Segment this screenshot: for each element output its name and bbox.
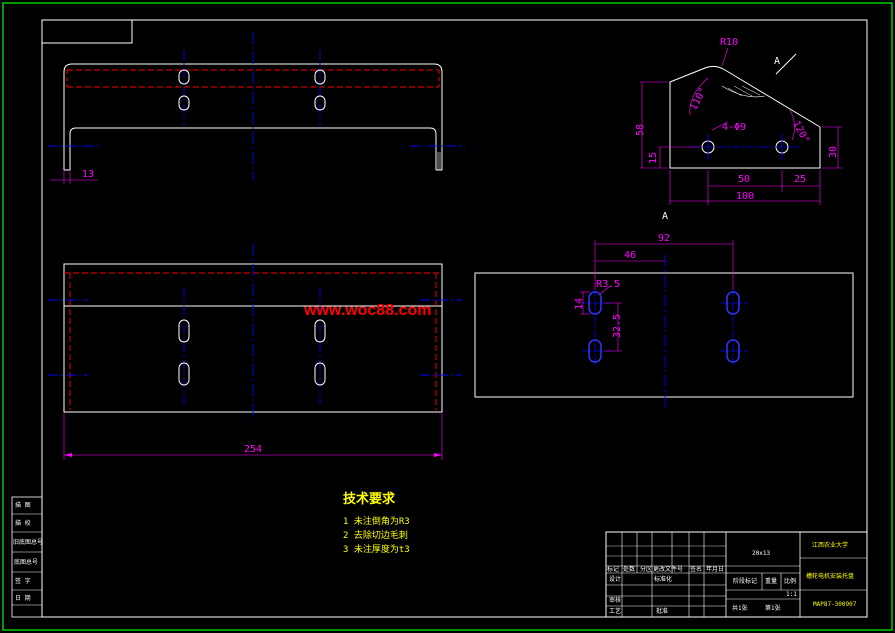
- dim-side-width: 100: [736, 191, 754, 202]
- dim-front-thickness: 13: [82, 169, 94, 180]
- header-cell-3: 更改文件号: [653, 565, 683, 573]
- dim-side-right-height: 30: [828, 146, 839, 158]
- note-item-1: 1 未注倒角为R3: [343, 515, 410, 527]
- title-drawing-no: MAP87-300907: [813, 601, 857, 608]
- detail-slot: [588, 339, 602, 363]
- plan-slot: [178, 319, 190, 343]
- view-label: A: [662, 211, 668, 222]
- side-label-4: 签 字: [15, 577, 31, 585]
- detail-view: A 92 46 R3.5 14 32.5: [474, 211, 854, 410]
- dim-plan-length: 254: [244, 444, 262, 455]
- side-label-0: 描 图: [15, 501, 31, 509]
- side-labels-column: 描 图 描 校 旧底图总号 底图总号 签 字 日 期: [11, 496, 43, 618]
- plan-view: 254: [48, 244, 462, 460]
- title-part-name: 槽轮电机安装托盘: [806, 572, 854, 580]
- detail-slot: [726, 339, 740, 363]
- detail-slot: [588, 291, 602, 315]
- header-cell-4: 签名: [690, 565, 702, 573]
- sheet-info-1: 第1张: [765, 604, 781, 612]
- stage-cell-0: 阶段标记: [733, 577, 757, 585]
- row-value-0: 标准化: [654, 575, 672, 583]
- title-scale-label: 20x13: [752, 550, 770, 557]
- top-left-box: [41, 19, 133, 44]
- detail-slot: [726, 291, 740, 315]
- title-school: 江西农业大学: [812, 541, 848, 549]
- front-slot: [178, 69, 190, 85]
- dim-side-hole-height: 15: [648, 152, 659, 164]
- dim-detail-radius: R3.5: [596, 279, 620, 290]
- side-label-5: 日 期: [15, 594, 31, 602]
- dim-detail-slot-pitch: 32.5: [612, 314, 623, 338]
- front-view: 13: [48, 32, 465, 184]
- side-label-1: 描 校: [15, 519, 31, 527]
- dim-side-height: 58: [635, 124, 646, 136]
- dim-detail-slot-length: 14: [574, 298, 585, 310]
- technical-notes: 技术要求 1 未注倒角为R3 2 去除切边毛刺 3 未注厚度为t3: [343, 491, 410, 555]
- plan-slot: [314, 362, 326, 386]
- front-slot: [178, 95, 190, 111]
- dim-detail-slot-spacing: 92: [658, 233, 670, 244]
- header-cell-2: 分区: [640, 565, 652, 573]
- header-cell-5: 年月日: [706, 565, 724, 573]
- dim-side-holes: 4-Φ9: [722, 122, 746, 133]
- row-label-0: 设计: [609, 575, 621, 583]
- note-item-3: 3 未注厚度为t3: [343, 543, 410, 555]
- sheet-info-0: 共1张: [732, 604, 748, 612]
- stage-cell-2: 比例: [784, 577, 796, 585]
- dim-side-radius: R10: [720, 37, 738, 48]
- plan-slot: [314, 319, 326, 343]
- side-label-3: 底图总号: [14, 558, 38, 566]
- front-slot: [314, 95, 326, 111]
- side-label-2: 旧底图总号: [13, 538, 43, 546]
- dim-side-hole-spacing: 50: [738, 174, 750, 185]
- header-cell-1: 处数: [623, 565, 635, 573]
- drawing-frame: [41, 19, 868, 618]
- watermark: www.woc88.com: [303, 302, 431, 319]
- title-block: 20x13 江西农业大学 槽轮电机安装托盘 MAP87-300907 标记 处数…: [605, 531, 868, 618]
- row-label-2: 工艺: [609, 607, 621, 615]
- title-ratio: 1:1: [786, 591, 797, 598]
- arrow-label: A: [774, 56, 780, 67]
- header-cell-0: 标记: [607, 565, 619, 573]
- row-label-1: 审核: [609, 596, 621, 604]
- notes-title: 技术要求: [343, 491, 396, 507]
- note-item-2: 2 去除切边毛刺: [343, 529, 408, 541]
- stage-cell-1: 重量: [765, 577, 777, 585]
- dim-side-edge: 25: [794, 174, 806, 185]
- plan-slot: [178, 362, 190, 386]
- row-value-1: 批准: [656, 607, 668, 615]
- front-slot: [314, 69, 326, 85]
- dim-detail-half-spacing: 46: [624, 250, 636, 261]
